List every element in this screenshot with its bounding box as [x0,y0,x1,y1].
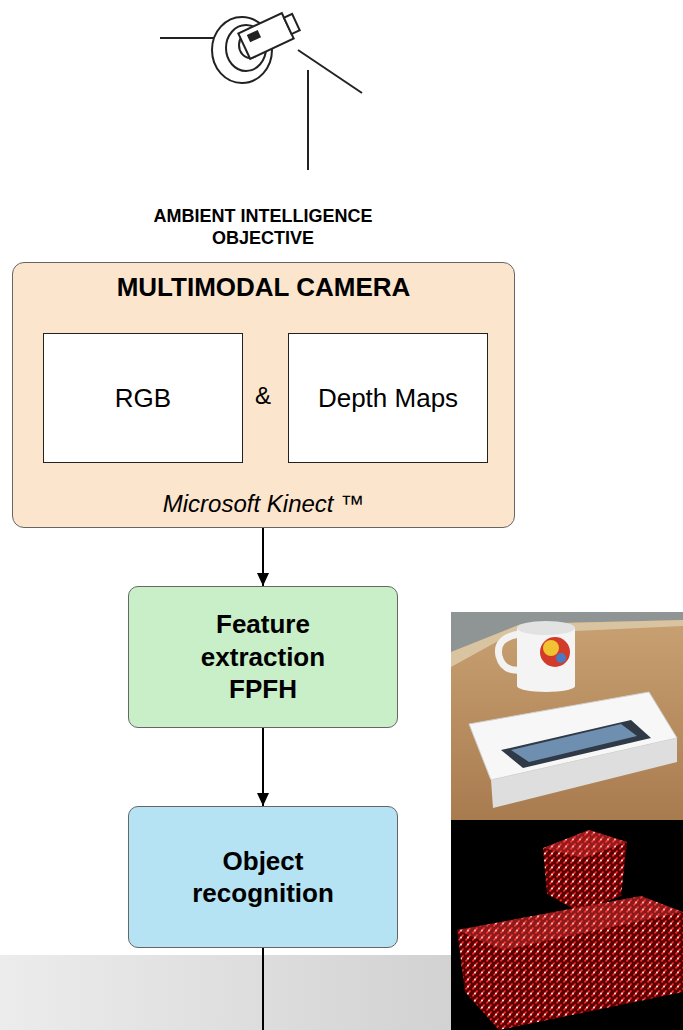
process-box: Feature extraction FPFH [128,586,398,728]
continuation-line [262,948,264,1030]
footer-band [0,955,451,1030]
process-label: Feature extraction FPFH [178,608,348,706]
flow-arrow [262,528,264,586]
point-cloud [457,830,683,1030]
process-label: Object recognition [178,845,348,910]
objective-caption: AMBIENT INTELLIGENCE OBJECTIVE [103,206,423,249]
scene-photo [451,612,683,1030]
mug [498,621,575,692]
input-label: Depth Maps [318,382,458,415]
flow-arrow [262,728,264,806]
input-box: RGB [43,333,243,463]
device-name: Microsoft Kinect ™ [163,489,364,519]
group-title: MULTIMODAL CAMERA [117,271,411,304]
camera-icon [160,9,362,170]
point-cloud-ground [451,820,683,1030]
input-label: RGB [115,382,171,415]
ampersand: & [246,382,280,411]
input-box: Depth Maps [288,333,488,463]
phone-box [469,692,677,808]
process-box: Object recognition [128,806,398,948]
